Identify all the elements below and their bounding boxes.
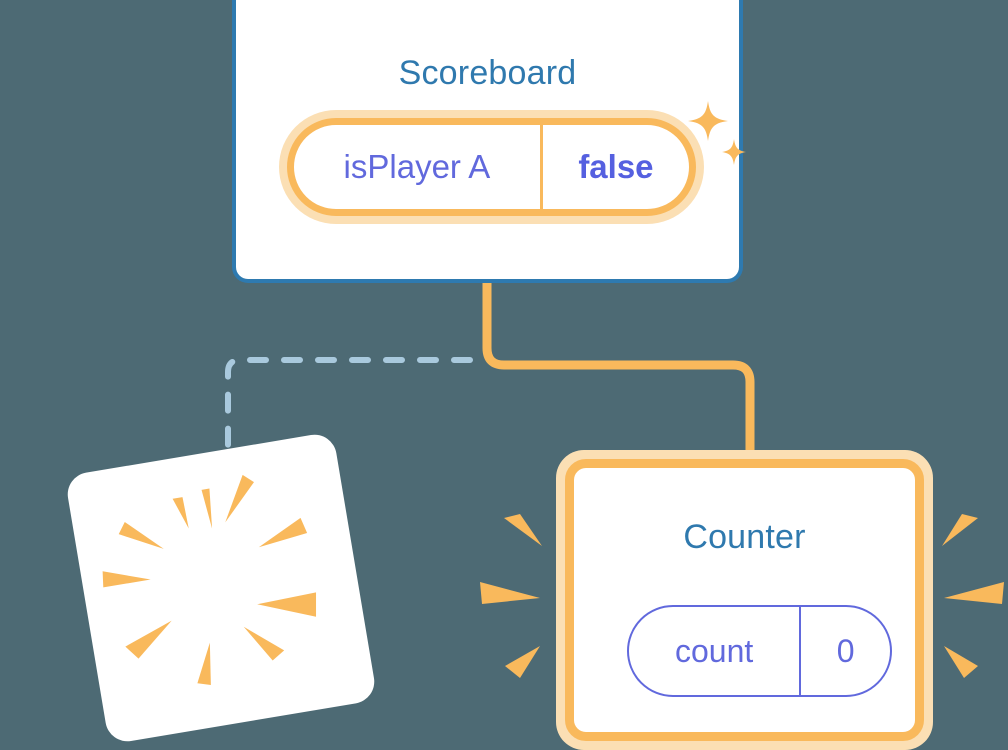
connector-scoreboard-to-counter xyxy=(482,283,755,462)
counter-burst-rays-left xyxy=(480,514,542,678)
counter-card-inner: Counter count 0 xyxy=(565,459,924,741)
scoreboard-state-pill[interactable]: isPlayer A false xyxy=(279,110,704,224)
burst-rays-icon xyxy=(102,474,317,686)
scoreboard-title: Scoreboard xyxy=(398,54,577,92)
counter-title: Counter xyxy=(683,518,806,556)
scoreboard-card[interactable]: Scoreboard isPlayer A false xyxy=(232,0,746,283)
pill-body: isPlayer A false xyxy=(287,118,696,216)
counter-state-key: count xyxy=(629,607,802,695)
counter-burst-rays-right xyxy=(942,514,1004,678)
counter-card[interactable]: Counter count 0 xyxy=(556,450,933,750)
pill-body: count 0 xyxy=(627,605,892,697)
scoreboard-state-value: false xyxy=(578,148,654,185)
counter-state-value: 0 xyxy=(836,632,855,669)
burst-card[interactable] xyxy=(64,431,378,745)
scoreboard-state-key: isPlayer A xyxy=(294,125,543,209)
counter-state-pill[interactable]: count 0 xyxy=(627,605,892,697)
